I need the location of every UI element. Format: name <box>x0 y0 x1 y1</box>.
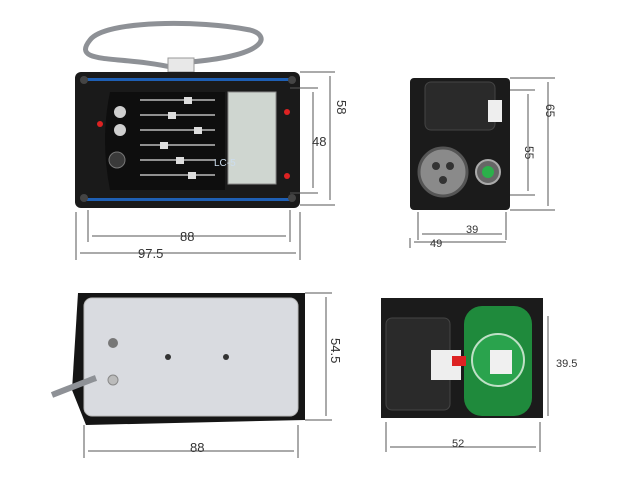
screw-icon <box>288 76 296 84</box>
hole-icon <box>223 354 229 360</box>
front-panel <box>75 72 300 208</box>
dim-side-width-outer: 49 <box>430 238 443 250</box>
hole-icon <box>165 354 171 360</box>
dim-front-overall-height: 58 <box>334 100 349 115</box>
dim-front-overall-width: 97.5 <box>138 246 164 261</box>
led-icon <box>284 173 290 179</box>
back-dim-lines <box>83 292 332 458</box>
led-icon <box>97 121 103 127</box>
battery-compartment <box>424 81 496 131</box>
back-view <box>50 293 305 425</box>
battery-view <box>381 298 543 418</box>
dim-side-height-outer: 65 <box>543 104 557 118</box>
dim-battery-height: 39.5 <box>556 358 578 370</box>
brand-label: LC-5 <box>214 158 236 169</box>
dim-front-width: 88 <box>180 229 195 244</box>
dim-battery-width: 52 <box>452 438 465 450</box>
screw-icon <box>288 194 296 202</box>
dim-front-height: 48 <box>312 134 327 149</box>
dim-back-height: 54.5 <box>328 338 343 364</box>
lcd-screen <box>227 91 277 185</box>
battery-dim-lines <box>385 316 549 452</box>
cable <box>50 375 98 398</box>
knob-icon <box>114 106 126 118</box>
cable <box>83 20 264 71</box>
dim-side-height-inner: 55 <box>522 146 536 160</box>
screw-icon <box>80 194 88 202</box>
dim-side-width-inner: 39 <box>466 224 479 236</box>
blue-strip-top <box>85 78 290 81</box>
screw-icon <box>80 76 88 84</box>
blue-strip-bottom <box>85 198 290 201</box>
screw-icon <box>107 374 119 386</box>
cable-connector <box>167 57 195 73</box>
back-plate <box>83 297 299 417</box>
knob-icon <box>108 151 126 169</box>
knob-icon <box>114 124 126 136</box>
xlr-jack-icon <box>417 146 469 198</box>
screw-icon <box>108 338 118 348</box>
front-dim-lines <box>75 71 335 260</box>
side-view <box>410 78 510 210</box>
side-dim-lines <box>409 77 555 248</box>
dim-back-width: 88 <box>190 440 205 455</box>
battery-clip <box>488 100 502 122</box>
led-icon <box>284 109 290 115</box>
